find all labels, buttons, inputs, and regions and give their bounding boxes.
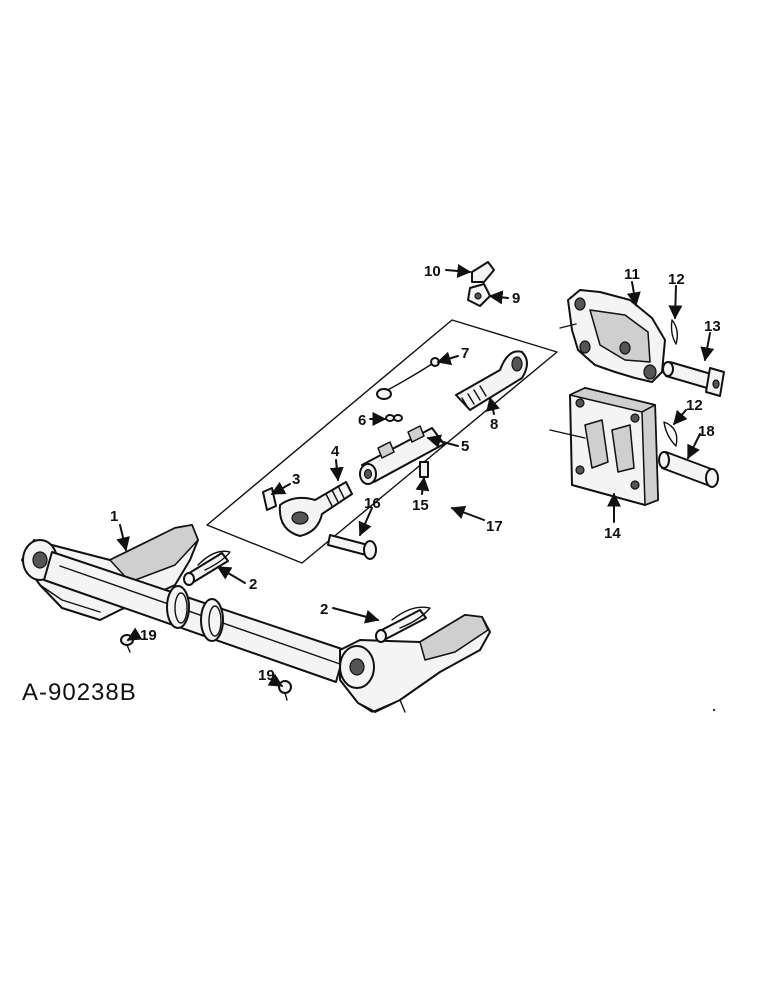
clip-10: [471, 261, 495, 283]
callout-4: 4: [331, 443, 340, 460]
callout-2b: 2: [320, 601, 328, 618]
callout-6: 6: [358, 412, 366, 429]
callout-9: 9: [512, 290, 520, 307]
speck: [712, 708, 716, 712]
kit-outline-17: [206, 319, 558, 564]
figure-id: A-90238B: [22, 679, 137, 706]
roll-pin-15: [419, 461, 429, 478]
adjusting-screw-8: [455, 350, 528, 411]
hitch-pin-left: [183, 550, 231, 586]
pin-3: [262, 487, 277, 511]
clip-9: [467, 283, 491, 307]
callout-12a: 12: [668, 271, 685, 288]
callout-8: 8: [490, 416, 498, 433]
adjusting-tube-5: [359, 425, 445, 485]
spring-clip-12-lower: [663, 421, 678, 447]
chain-7: [376, 357, 440, 400]
pin-16: [327, 534, 377, 560]
callout-16: 16: [364, 495, 381, 512]
callout-5: 5: [461, 438, 469, 455]
callout-2a: 2: [249, 576, 257, 593]
spring-clip-12-upper: [670, 319, 679, 345]
callout-18: 18: [698, 423, 715, 440]
callout-7: 7: [461, 345, 469, 362]
leader-lines: [116, 263, 715, 687]
fastener-6: [385, 414, 403, 422]
pin-13: [662, 361, 725, 397]
callout-19b: 19: [258, 667, 275, 684]
callout-3: 3: [292, 471, 300, 488]
callout-14: 14: [604, 525, 621, 542]
callout-19a: 19: [140, 627, 157, 644]
callout-15: 15: [412, 497, 429, 514]
drawbar-support-frame: [21, 524, 491, 713]
callout-12b: 12: [686, 397, 703, 414]
hitch-pin-right: [375, 606, 431, 643]
mounting-bracket-11: [559, 289, 666, 383]
callout-13: 13: [704, 318, 721, 335]
callout-1: 1: [110, 508, 118, 525]
callout-11: 11: [624, 266, 640, 283]
callout-17: 17: [486, 518, 503, 535]
retainer-clip-right: [278, 680, 292, 701]
rod-end-4: [278, 481, 353, 537]
pin-18: [658, 451, 719, 488]
callout-10: 10: [424, 263, 441, 280]
mounting-plate-14: [549, 387, 659, 506]
